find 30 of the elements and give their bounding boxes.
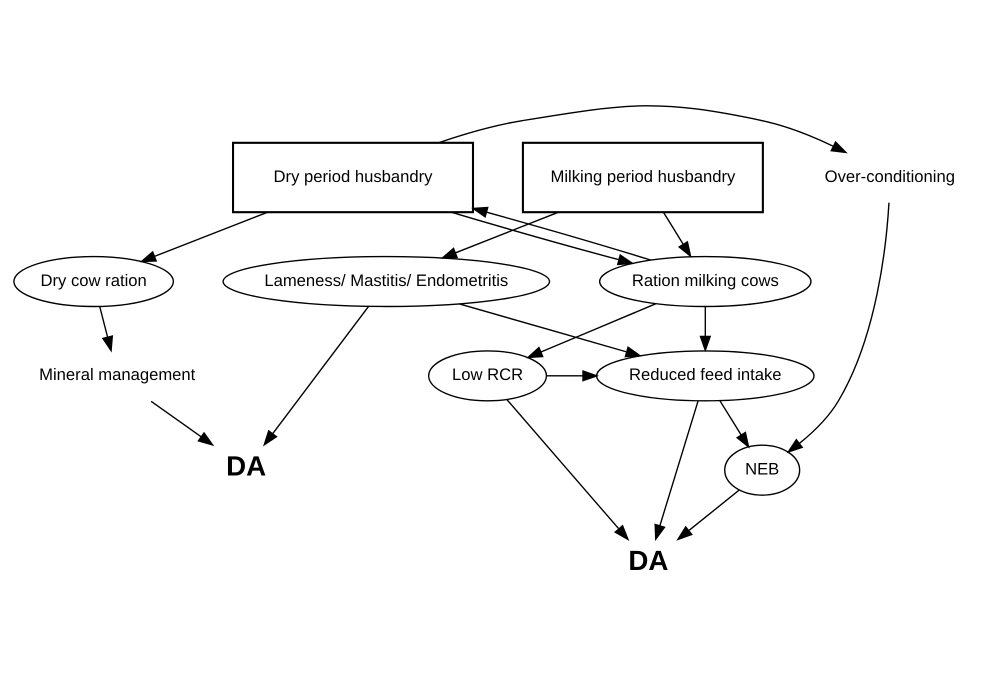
node-ellipse: Dry cow ration [13, 255, 174, 307]
node-ellipse: Lameness/ Mastitis/ Endometritis [222, 255, 550, 307]
arrow [663, 212, 692, 258]
node-ellipse: Ration milking cows [598, 255, 812, 307]
arrow [526, 302, 656, 358]
arrow [654, 400, 699, 541]
node-box: Milking period husbandry [522, 141, 764, 213]
node-text: Mineral management [39, 364, 196, 384]
arrow [150, 400, 214, 446]
arrow [471, 206, 651, 260]
arrow [719, 400, 750, 448]
node-ellipse: NEB [724, 444, 800, 496]
node-text: DA [628, 544, 668, 576]
node-ellipse: Reduced feed intake [596, 350, 815, 401]
node-box: Dry period husbandry [232, 141, 474, 213]
arrow [506, 398, 630, 540]
arrow [676, 489, 740, 540]
arrow [786, 202, 890, 453]
arrow [546, 370, 599, 382]
arrow [99, 306, 114, 352]
arrow [699, 306, 712, 352]
arrow [450, 211, 634, 265]
node-ellipse: Low RCR [428, 350, 548, 401]
arrow [440, 211, 559, 258]
node-text: Over-conditioning [824, 166, 955, 186]
node-text: DA [226, 450, 266, 482]
arrow [263, 306, 370, 446]
arrow [140, 211, 268, 262]
arrow [459, 302, 642, 357]
arrow [438, 104, 848, 153]
